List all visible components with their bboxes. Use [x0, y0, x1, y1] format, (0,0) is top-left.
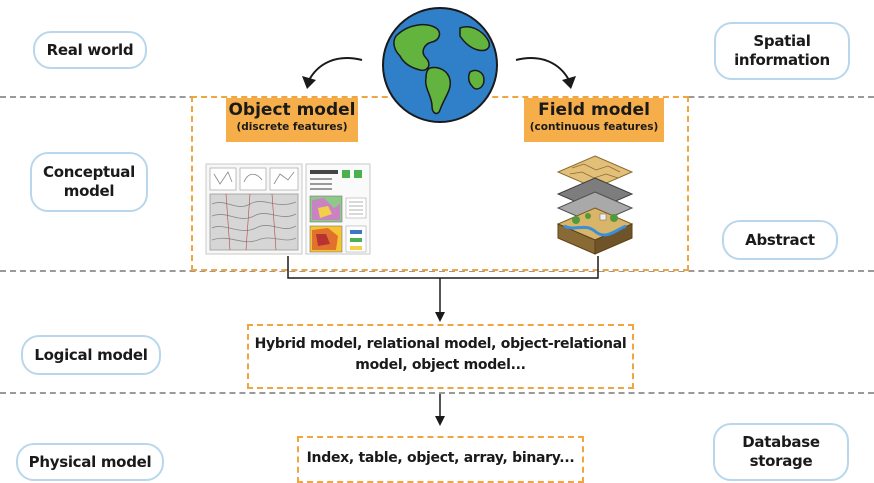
object-model-tag: Object model (discrete features): [226, 98, 358, 142]
database-storage-label: Database storage: [713, 423, 849, 481]
field-model-tag: Field model (continuous features): [524, 98, 664, 142]
logical-model-box: [247, 324, 634, 389]
arrow-to-object-model: [302, 57, 363, 89]
separator-middle: [0, 270, 874, 272]
abstract-label: Abstract: [722, 220, 838, 260]
spatial-information-label: Spatial information: [714, 22, 850, 80]
arrow-to-physical: [435, 394, 445, 426]
logical-model-line-2: model, object model...: [355, 357, 526, 373]
logical-model-label: Logical model: [21, 335, 161, 375]
logical-model-text: Hybrid model, relational model, object-r…: [247, 334, 634, 376]
merge-connector: [287, 256, 599, 322]
logical-model-line-1: Hybrid model, relational model, object-r…: [254, 336, 627, 352]
real-world-label: Real world: [33, 31, 147, 69]
field-model-title: Field model: [538, 100, 650, 120]
conceptual-model-label: Conceptual model: [30, 152, 148, 212]
physical-model-box: [297, 436, 584, 483]
separator-bottom: [0, 392, 874, 394]
raster-layers-illustration: [556, 155, 634, 255]
physical-model-text: Index, table, object, array, binary...: [306, 450, 575, 466]
globe-icon: [382, 7, 498, 123]
arrow-to-field-model: [515, 57, 576, 89]
physical-model-label: Physical model: [16, 443, 164, 481]
field-model-subtitle: (continuous features): [529, 121, 659, 133]
object-model-subtitle: (discrete features): [236, 121, 348, 133]
object-model-title: Object model: [228, 100, 356, 120]
map-sheets-illustration: [205, 163, 371, 255]
